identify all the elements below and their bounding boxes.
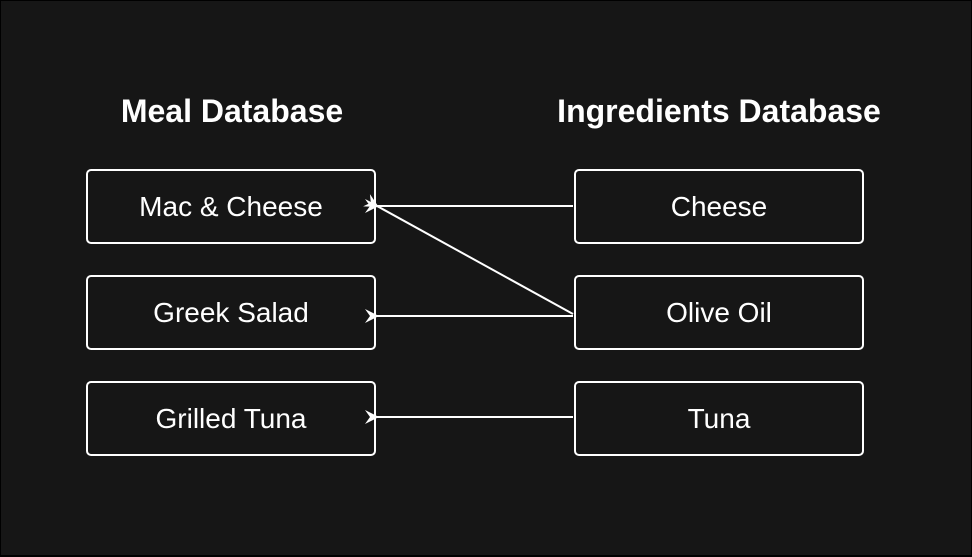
arrow-olive-oil-to-mac-and-cheese <box>363 194 574 315</box>
ingredient-box-cheese: Cheese <box>574 169 864 244</box>
meal-database-title: Meal Database <box>120 93 344 129</box>
meal-box-greek-salad: Greek Salad <box>86 275 376 350</box>
meal-box-grilled-tuna: Grilled Tuna <box>86 381 376 456</box>
ingredient-box-olive-oil: Olive Oil <box>574 275 864 350</box>
ingredient-box-tuna: Tuna <box>574 381 864 456</box>
ingredients-database-title: Ingredients Database <box>557 93 881 129</box>
meal-box-mac-and-cheese: Mac & Cheese <box>86 169 376 244</box>
